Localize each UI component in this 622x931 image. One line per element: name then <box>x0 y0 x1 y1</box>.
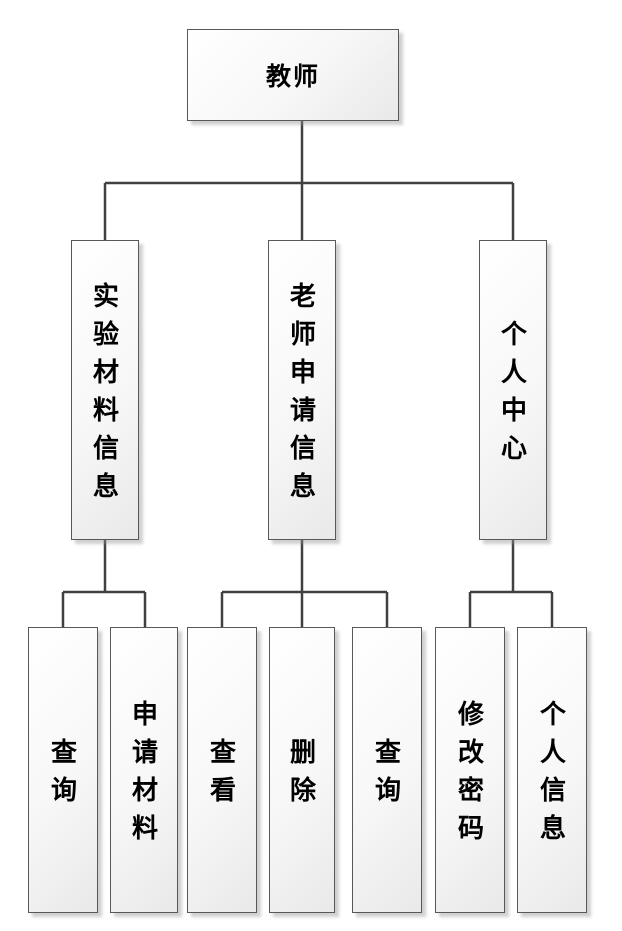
node-query-application-label: 查询 <box>371 738 402 814</box>
node-personal-center-label: 个人中心 <box>497 320 528 472</box>
node-change-password-label: 修改密码 <box>454 700 485 852</box>
node-view-application-label: 查看 <box>206 738 237 814</box>
node-teacher-label: 教师 <box>265 63 320 91</box>
node-personal-center: 个人中心 <box>479 240 547 540</box>
node-experiment-material-info: 实验材料信息 <box>71 240 139 540</box>
node-apply-materials-label: 申请材料 <box>128 700 159 852</box>
node-apply-materials: 申请材料 <box>110 627 178 913</box>
connector-level2-middle <box>220 540 389 633</box>
node-query-application: 查询 <box>352 627 422 913</box>
node-query-materials-label: 查询 <box>47 738 78 814</box>
node-change-password: 修改密码 <box>435 627 505 913</box>
node-query-materials: 查询 <box>28 627 98 913</box>
connector-level2-right <box>468 540 554 631</box>
connector-level1 <box>103 121 515 244</box>
node-teacher-application-info-label: 老师申请信息 <box>286 282 317 510</box>
node-experiment-material-info-label: 实验材料信息 <box>89 282 120 510</box>
node-personal-info-label: 个人信息 <box>536 700 567 852</box>
node-view-application: 查看 <box>187 627 257 913</box>
connector-level2-left <box>61 540 147 631</box>
node-delete-application: 删除 <box>269 627 335 913</box>
node-teacher-application-info: 老师申请信息 <box>268 240 336 540</box>
node-personal-info: 个人信息 <box>517 627 587 913</box>
node-delete-application-label: 删除 <box>286 738 317 814</box>
node-teacher: 教师 <box>187 29 399 121</box>
